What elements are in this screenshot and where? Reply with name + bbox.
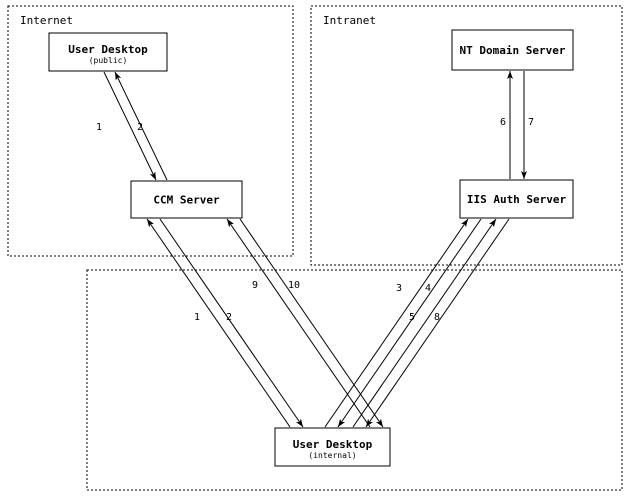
edge-labels-layer: 1 2 6 7 1 2 9 10 3 4 5 8 <box>96 117 534 323</box>
node-box-ccm-server[interactable] <box>130 180 243 219</box>
zone-internal <box>86 269 623 491</box>
node-title-nt-domain-server: NT Domain Server <box>460 44 566 57</box>
node-subtitle-user-desktop-internal: (internal) <box>308 451 356 460</box>
node-title-user-desktop-internal: User Desktop <box>293 438 373 451</box>
zone-label-internet: Internet <box>20 14 73 27</box>
node-title-ccm-server: CCM Server <box>153 194 220 207</box>
flow-arrow-edge-1b <box>146 218 291 428</box>
flow-label-edge-5: 5 <box>409 312 415 323</box>
zone-boundary-internet <box>7 5 294 257</box>
flow-arrow-edge-10 <box>239 218 384 428</box>
node-title-iis-auth-server: IIS Auth Server <box>467 193 567 206</box>
flow-label-edge-1b: 1 <box>194 312 200 323</box>
node-ccm-server[interactable]: CCM Server <box>130 180 243 219</box>
flow-label-edge-3: 3 <box>396 283 402 294</box>
node-box-iis-auth-server[interactable] <box>459 179 574 219</box>
zone-boundary-intranet <box>310 5 623 266</box>
node-subtitle-user-desktop-public: (public) <box>89 56 128 65</box>
flow-arrow-edge-2 <box>114 71 168 181</box>
flow-label-edge-1: 1 <box>96 122 102 133</box>
node-box-user-desktop-internal[interactable] <box>274 427 391 467</box>
node-box-nt-domain-server[interactable] <box>451 29 574 71</box>
flow-label-edge-4: 4 <box>425 283 431 294</box>
flow-arrow-edge-5 <box>352 218 497 428</box>
flow-label-edge-8: 8 <box>434 312 440 323</box>
flow-arrow-edge-1 <box>103 71 157 181</box>
flow-arrow-edge-3 <box>324 218 469 428</box>
zone-internet: Internet <box>7 5 294 257</box>
node-title-user-desktop-public: User Desktop <box>68 43 148 56</box>
node-iis-auth-server[interactable]: IIS Auth Server <box>459 179 574 219</box>
flow-label-edge-7: 7 <box>528 117 534 128</box>
flow-label-edge-2b: 2 <box>226 312 232 323</box>
flow-label-edge-9: 9 <box>252 280 258 291</box>
zone-label-intranet: Intranet <box>323 14 376 27</box>
flow-arrow-edge-2b <box>159 218 304 428</box>
edges-layer <box>103 71 527 428</box>
node-user-desktop-public[interactable]: User Desktop(public) <box>48 32 168 72</box>
flow-label-edge-2: 2 <box>137 122 143 133</box>
node-user-desktop-internal[interactable]: User Desktop(internal) <box>274 427 391 467</box>
flow-arrow-edge-9 <box>226 218 371 428</box>
node-box-user-desktop-public[interactable] <box>48 32 168 72</box>
flow-arrow-edge-8 <box>365 218 510 428</box>
flow-label-edge-6: 6 <box>500 117 506 128</box>
zone-intranet: Intranet <box>310 5 623 266</box>
node-nt-domain-server[interactable]: NT Domain Server <box>451 29 574 71</box>
zones-layer: Internet Intranet <box>7 5 623 491</box>
flow-arrow-edge-4 <box>337 218 482 428</box>
zone-boundary-internal <box>86 269 623 491</box>
flow-label-edge-10: 10 <box>288 280 300 291</box>
